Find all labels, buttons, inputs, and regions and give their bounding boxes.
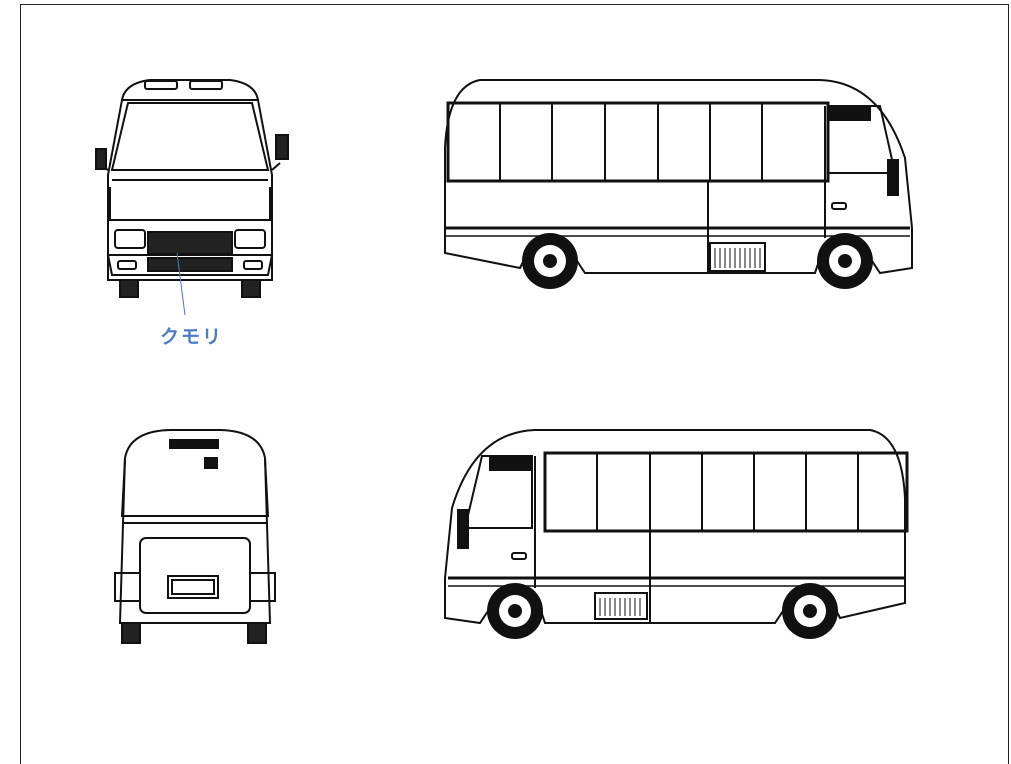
bus-left-side-view <box>444 79 913 289</box>
drawing-frame <box>20 4 1009 764</box>
annotation-label: クモリ <box>160 326 224 348</box>
bus-right-side-view <box>444 429 909 639</box>
bus-front-view <box>95 79 289 316</box>
bus-rear-view <box>114 429 276 644</box>
